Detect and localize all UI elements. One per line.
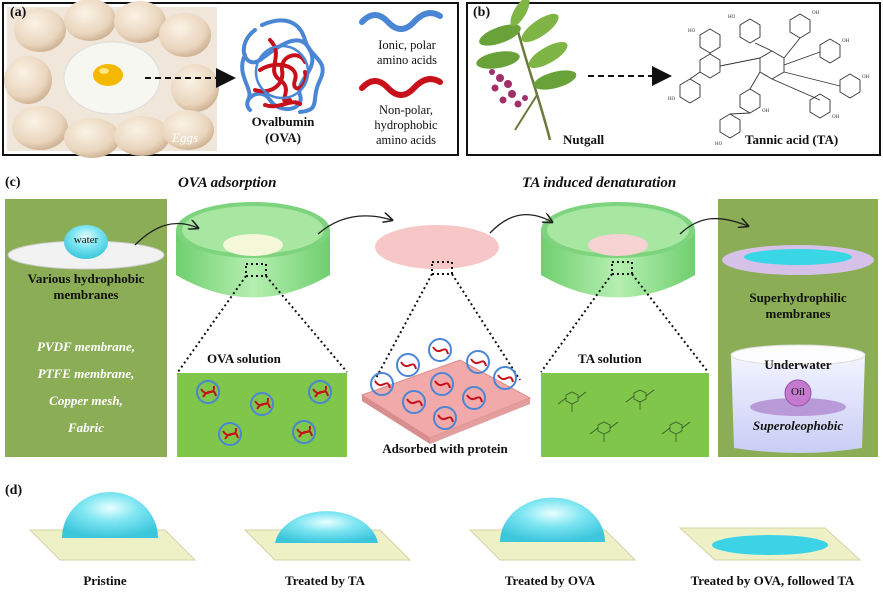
superhydrophilic-caption: Superhydrophilic membranes [718,290,878,322]
oil-droplet [784,379,812,407]
svg-text:HO: HO [668,97,676,102]
nonpolar-line2: hydrophobic [374,118,438,132]
adsorbed-proteins [370,338,517,430]
yolk [93,64,123,86]
ta-denaturation-title: TA induced denaturation [522,175,677,191]
svg-text:OH: OH [812,11,820,16]
membrane-type-item: PTFE membrane, [37,366,135,381]
nonpolar-line3: amino acids [375,133,437,147]
ova-caption-line2: (OVA) [265,130,301,145]
tannic-acid-structure [679,13,861,139]
ova-caption-line1: Ovalbumin [251,114,315,129]
panel-c-label: (c) [5,175,21,190]
caption-treated-ta: Treated by TA [285,573,365,588]
ova-coated-membrane [375,225,499,269]
panel-d [28,492,862,561]
ionic-line2: amino acids [376,53,438,67]
ova-ta-treated-sample [678,527,862,561]
submerged-membrane [750,398,846,416]
nonpolar-line1: Non-polar, [379,103,433,117]
pristine-sample [28,492,197,561]
ova-solution-proteins [196,380,332,446]
eggs-ring [4,0,219,158]
hydrophobic-line1: Various hydrophobic [27,271,145,286]
membrane-type-item: Copper mesh, [49,393,123,408]
ionic-legend-swatch [359,10,443,32]
ova-solution-label: OVA solution [207,351,281,366]
ta-solution-molecules [557,389,691,442]
water-label: water [73,234,99,246]
ta-solution-box [541,373,709,457]
svg-text:OH: OH [842,39,850,44]
svg-text:HO: HO [715,142,723,147]
ova-adsorption-title: OVA adsorption [178,175,277,191]
panel-a-label: (a) [10,5,27,20]
panel-b-label: (b) [473,5,491,20]
hydrophobic-caption: Various hydrophobic membranes [5,271,167,303]
underwater-label: Underwater [764,357,832,372]
ova-dish [176,202,330,298]
ta-treated-sample [243,511,412,561]
ta-dish [541,202,695,298]
process-arrows [134,215,748,246]
panel-d-label: (d) [5,483,23,498]
adsorbed-membrane-slab [360,359,532,439]
svg-text:OH: OH [832,115,840,120]
structure-oh-labels: HO OH OH OH HO HO HO OH OH [668,11,870,147]
ovalbumin-protein-icon [240,18,325,114]
ionic-line1: Ionic, polar [378,38,436,52]
ova-caption: Ovalbumin (OVA) [238,114,328,146]
membrane-type-item: PVDF membrane, [37,339,135,354]
membrane-type-item: Fabric [67,420,105,435]
caption-treated-ova-ta: Treated by OVA, followed TA [690,573,855,588]
nutgall-caption: Nutgall [563,132,605,147]
nonpolar-legend-text: Non-polar, hydrophobic amino acids [360,103,452,148]
caption-pristine: Pristine [83,573,127,588]
adsorbed-protein-label: Adsorbed with protein [382,441,508,456]
superhydrophilic-line2: membranes [765,306,831,321]
panel-b: HO OH OH OH HO HO HO OH OH [466,0,881,156]
panel-a [2,0,459,158]
superoleophobic-label: Superoleophobic [752,418,844,433]
tannic-acid-caption: Tannic acid (TA) [745,132,839,147]
water-droplet [64,225,108,259]
eggs-caption: Eggs [172,130,198,145]
oil-label: Oil [790,386,806,398]
svg-text:HO: HO [688,29,696,34]
nonpolar-legend-swatch [359,76,443,98]
hydrophobic-line2: membranes [53,287,119,302]
svg-text:OH: OH [862,75,870,80]
ta-solution-label: TA solution [578,351,642,366]
ionic-legend-text: Ionic, polar amino acids [362,38,452,68]
svg-text:OH: OH [762,109,770,114]
caption-treated-ova: Treated by OVA [504,573,596,588]
zoom-indicators [177,261,709,381]
spread-water-film [744,249,852,265]
svg-text:HO: HO [728,15,736,20]
nutgall-plant-icon [476,0,577,141]
panel-c [5,199,878,457]
ova-treated-sample [468,497,637,561]
membrane-type-list: PVDF membrane, PTFE membrane, Copper mes… [5,333,167,441]
superhydrophilic-line1: Superhydrophilic [749,290,847,305]
